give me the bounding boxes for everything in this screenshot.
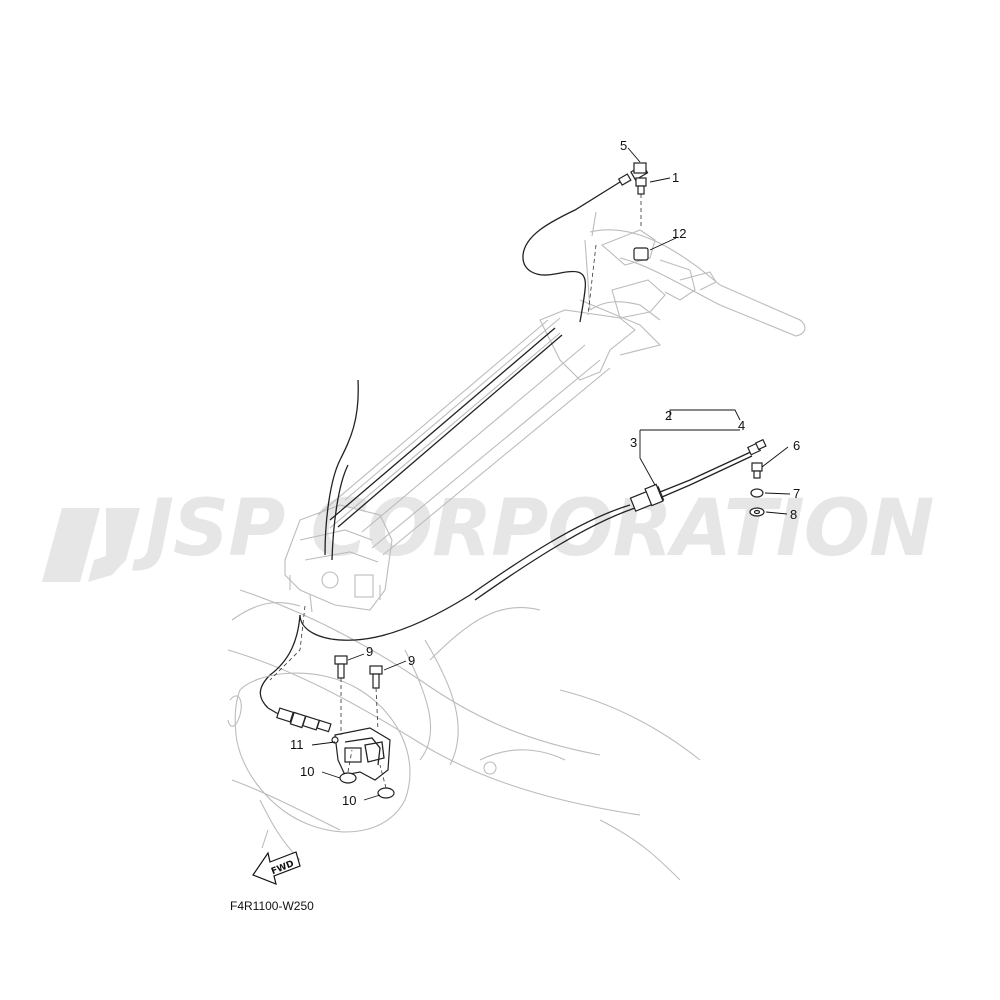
watermark: JSP CORPORATION <box>42 484 934 582</box>
callout-9-left: 9 <box>366 644 373 659</box>
callout-7: 7 <box>793 486 800 501</box>
callout-4: 4 <box>738 418 745 433</box>
part-9-bolt-right <box>369 665 383 731</box>
hardware-parts <box>269 162 765 735</box>
part-12-grommet <box>633 247 649 261</box>
hull-outline <box>227 589 701 881</box>
diagram-code: F4R1100-W250 <box>230 899 314 913</box>
callout-8: 8 <box>790 507 797 522</box>
part-9-bolt-left <box>334 655 348 735</box>
callout-1: 1 <box>672 170 679 185</box>
part-6-bolt <box>751 462 763 472</box>
callout-9-right: 9 <box>408 653 415 668</box>
callout-12: 12 <box>672 226 686 241</box>
fwd-arrow-icon: FWD <box>252 851 301 885</box>
part-5-fitting <box>633 162 647 174</box>
watermark-text: JSP CORPORATION <box>132 484 933 574</box>
callout-labels: 5 1 12 2 4 3 6 7 8 9 9 11 10 10 <box>290 138 800 808</box>
leader-lines <box>311 147 791 801</box>
callout-10-top: 10 <box>300 764 314 779</box>
callout-6: 6 <box>793 438 800 453</box>
bracket-detail-panel <box>234 672 411 833</box>
callout-5: 5 <box>620 138 627 153</box>
steering-column <box>284 309 636 613</box>
callout-2: 2 <box>665 408 672 423</box>
callout-10-bottom: 10 <box>342 793 356 808</box>
part-7-nut <box>750 488 764 498</box>
part-1-bolt <box>635 177 647 187</box>
callout-3: 3 <box>630 435 637 450</box>
jsp-logo-icon <box>42 508 140 582</box>
callout-11: 11 <box>290 737 304 752</box>
handlebar-assembly <box>579 211 806 356</box>
shift-cable-lower <box>259 438 767 709</box>
